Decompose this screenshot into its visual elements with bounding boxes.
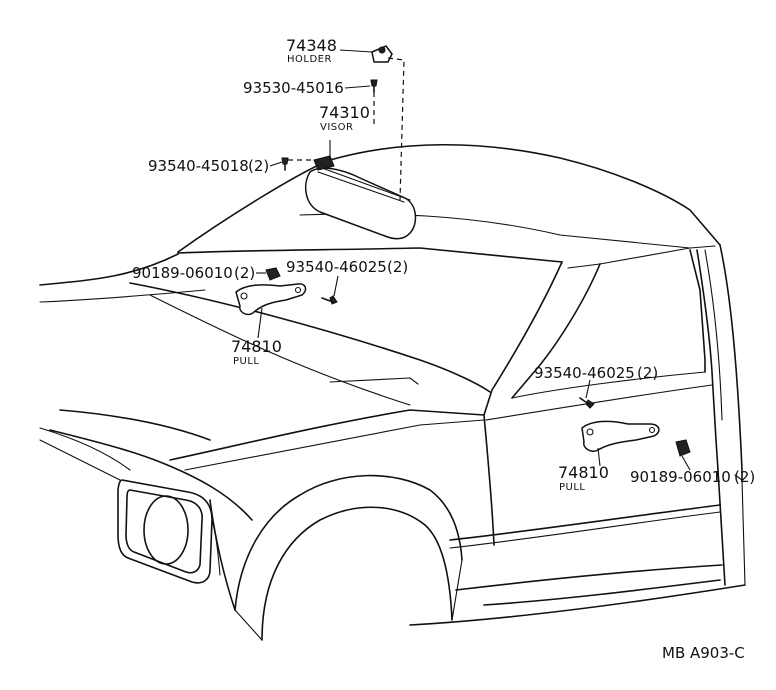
leader-lines [256,49,691,471]
right-cap-qty: (2) [734,468,755,486]
left-cap-qty: (2) [234,264,255,282]
screw-icon [281,79,595,409]
right-cap-part-number: 90189-06010 [630,468,731,486]
left-pull-part-number: 74810 [231,337,282,356]
left-pull-screw-qty: (2) [387,258,408,276]
left-pull-name: PULL [233,356,260,367]
assist-grip-right-icon [581,420,660,453]
sun-visor-icon [304,155,417,240]
visor-holder-icon [371,45,393,63]
visor-screw-qty: (2) [248,157,269,175]
hole-cap-icon [265,267,691,457]
visor-part-number: 74310 [319,103,370,122]
visor-screw-part-number: 93540-45018 [148,157,249,175]
left-pull-screw-part-number: 93540-46025 [286,258,387,276]
right-pull-screw-part-number: 93540-46025 [534,364,635,382]
right-pull-name: PULL [559,482,586,493]
truck-body-outline [39,143,746,641]
right-pull-screw-qty: (2) [637,364,658,382]
right-pull-part-number: 74810 [558,463,609,482]
holder-screw-part-number: 93530-45016 [243,79,344,97]
assist-grip-icon [235,283,307,316]
visor-name: VISOR [320,122,353,133]
figure-code: MB A903-C [662,644,745,662]
holder-name: HOLDER [287,54,332,65]
left-cap-part-number: 90189-06010 [132,264,233,282]
holder-part-number: 74348 [286,36,337,55]
